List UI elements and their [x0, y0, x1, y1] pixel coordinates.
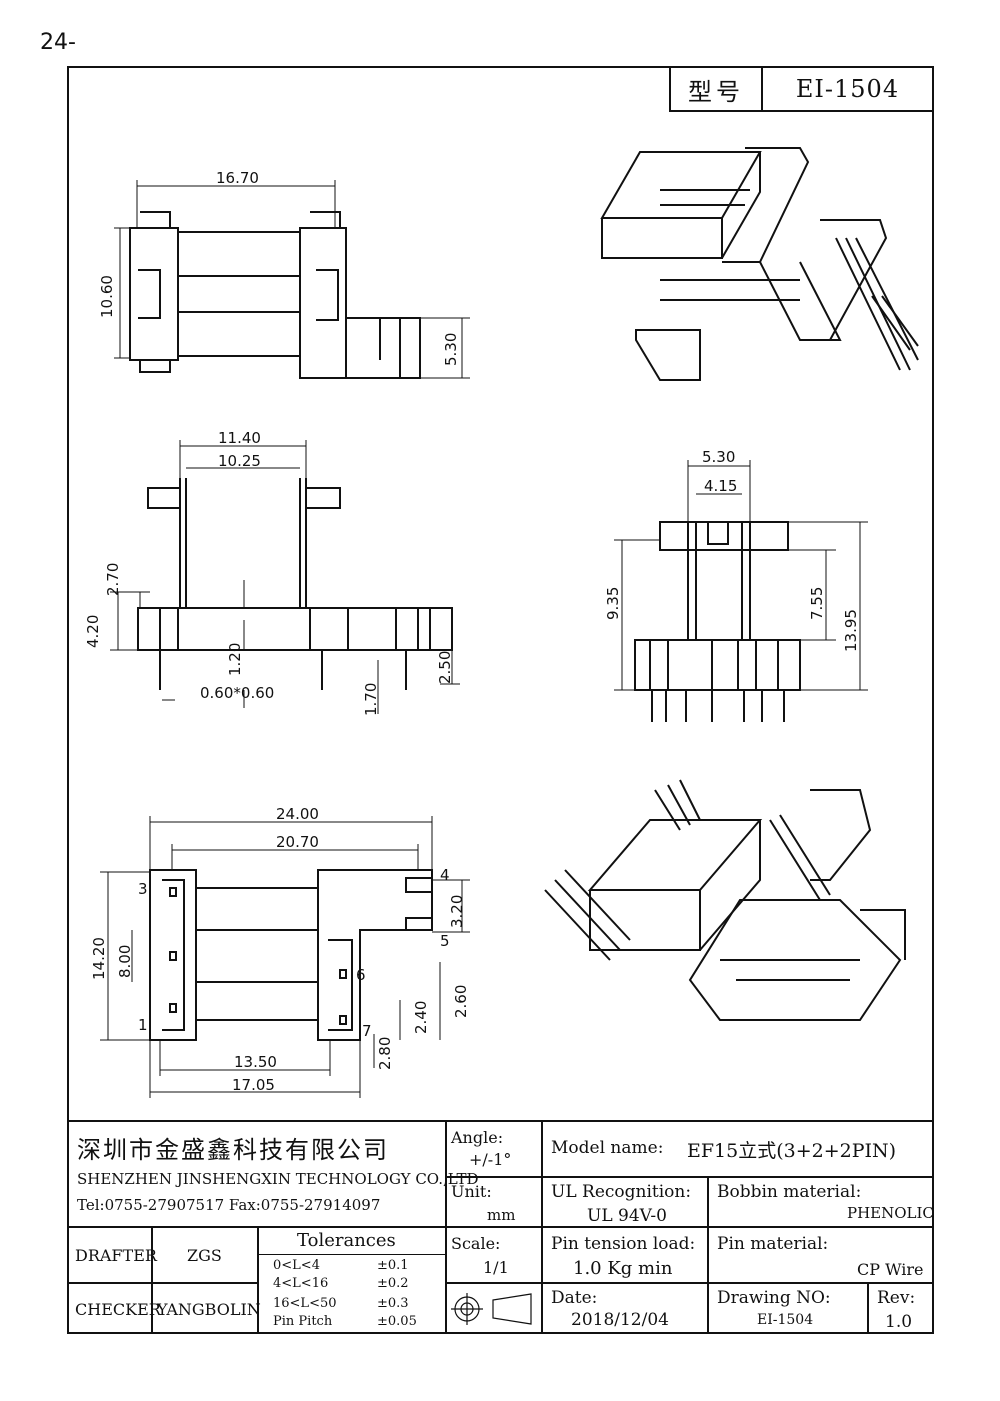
- dim-r: 8.00: [116, 945, 134, 978]
- dim-m: 7.55: [808, 587, 826, 620]
- dim-2-80: 2.80: [376, 1037, 394, 1070]
- pin-5: 5: [440, 932, 450, 950]
- pin-7: 7: [362, 1022, 372, 1040]
- page-number: 24-: [40, 30, 76, 55]
- pin-tension-value: 1.0 Kg min: [573, 1258, 673, 1279]
- pin-material-value: CP Wire: [857, 1260, 924, 1279]
- tol-range-4: Pin Pitch: [273, 1314, 333, 1329]
- front-view: [137, 478, 453, 690]
- drafter-value: ZGS: [187, 1246, 222, 1265]
- dim-g: 2.70: [104, 563, 122, 596]
- dim-o: 24.00: [276, 805, 319, 823]
- projection-symbol-icon: [451, 1293, 532, 1325]
- dim-f: 4.20: [84, 615, 102, 648]
- pin-1: 1: [138, 1016, 148, 1034]
- dim-j: 5.30: [702, 448, 735, 466]
- angle-value: +/-1°: [469, 1150, 512, 1169]
- ul-label: UL Recognition:: [551, 1182, 692, 1202]
- pin-4: 4: [440, 866, 450, 884]
- tol-range-3: 16<L<50: [273, 1296, 337, 1311]
- dim-l: 9.35: [604, 587, 622, 620]
- bobbin-value: PHENOLIC: [847, 1204, 934, 1222]
- pin-material-label: Pin material:: [717, 1234, 829, 1254]
- checker-value: YANGBOLIN: [157, 1300, 261, 1319]
- unit-label: Unit:: [451, 1182, 492, 1201]
- dim-t: 2.40: [412, 1001, 430, 1034]
- scale-value: 1/1: [483, 1258, 509, 1277]
- dim-p: 20.70: [276, 833, 319, 851]
- dim-s: 13.50: [234, 1053, 277, 1071]
- drawing-no-value: EI-1504: [757, 1312, 814, 1328]
- isometric-view-top: [600, 147, 919, 381]
- model-name-label: Model name:: [551, 1138, 664, 1158]
- model-label: 型号: [671, 68, 763, 110]
- ul-value: UL 94V-0: [587, 1206, 667, 1226]
- dim-i: 0.60*0.60: [200, 684, 274, 702]
- side-view: [634, 521, 801, 722]
- technical-drawing: 16.70 10.60 5.30 11.40 10.25 4.20 2.70 1…: [84, 147, 919, 1098]
- tol-value-3: ±0.3: [377, 1296, 409, 1311]
- company-contact: Tel:0755-27907517 Fax:0755-27914097: [77, 1196, 381, 1214]
- company-name-en: SHENZHEN JINSHENGXIN TECHNOLOGY CO.,LTD: [77, 1170, 479, 1188]
- angle-label: Angle:: [451, 1128, 504, 1147]
- model-value: EI-1504: [795, 75, 900, 103]
- dim-k: 4.15: [704, 477, 737, 495]
- pin-6: 6: [356, 966, 366, 984]
- model-box: 型号 EI-1504: [669, 68, 932, 112]
- date-value: 2018/12/04: [571, 1310, 669, 1330]
- dim-b: 10.60: [98, 275, 116, 318]
- unit-value: mm: [487, 1206, 516, 1224]
- dim-d: 11.40: [218, 429, 261, 447]
- title-block: 深圳市金盛鑫科技有限公司 SHENZHEN JINSHENGXIN TECHNO…: [67, 1120, 934, 1334]
- tol-value-4: ±0.05: [377, 1314, 417, 1329]
- top-view: [129, 211, 421, 379]
- model-name-value: EF15立式(3+2+2PIN): [687, 1140, 897, 1162]
- scale-label: Scale:: [451, 1234, 501, 1253]
- date-label: Date:: [551, 1288, 598, 1308]
- drawing-frame: [67, 66, 934, 1334]
- company-name-cn: 深圳市金盛鑫科技有限公司: [77, 1136, 389, 1164]
- drafter-label: DRAFTER: [75, 1246, 157, 1265]
- dim-n: 13.95: [842, 609, 860, 652]
- pin-3: 3: [138, 880, 148, 898]
- dim-h: 2.50: [436, 651, 454, 684]
- dim-e: 10.25: [218, 452, 261, 470]
- bottom-view: [149, 869, 433, 1041]
- rev-label: Rev:: [877, 1288, 916, 1308]
- dim-a: 16.70: [216, 169, 259, 187]
- tolerances-title: Tolerances: [297, 1230, 396, 1251]
- dim-1-20: 1.20: [226, 643, 244, 676]
- drawing-no-label: Drawing NO:: [717, 1288, 831, 1308]
- tol-range-1: 0<L<4: [273, 1258, 320, 1273]
- pin-tension-label: Pin tension load:: [551, 1234, 696, 1254]
- dim-1-70: 1.70: [362, 683, 380, 716]
- tol-value-2: ±0.2: [377, 1276, 409, 1291]
- dim-c: 5.30: [442, 333, 460, 366]
- tol-value-1: ±0.1: [377, 1258, 409, 1273]
- dim-u: 3.20: [448, 895, 466, 928]
- isometric-view-bottom: [544, 779, 906, 1021]
- bobbin-label: Bobbin material:: [717, 1182, 862, 1202]
- dim-q: 14.20: [90, 937, 108, 980]
- dim-2-60: 2.60: [452, 985, 470, 1018]
- tol-range-2: 4<L<16: [273, 1276, 329, 1291]
- rev-value: 1.0: [885, 1312, 913, 1332]
- checker-label: CHECKER: [75, 1300, 161, 1319]
- dim-v: 17.05: [232, 1076, 275, 1094]
